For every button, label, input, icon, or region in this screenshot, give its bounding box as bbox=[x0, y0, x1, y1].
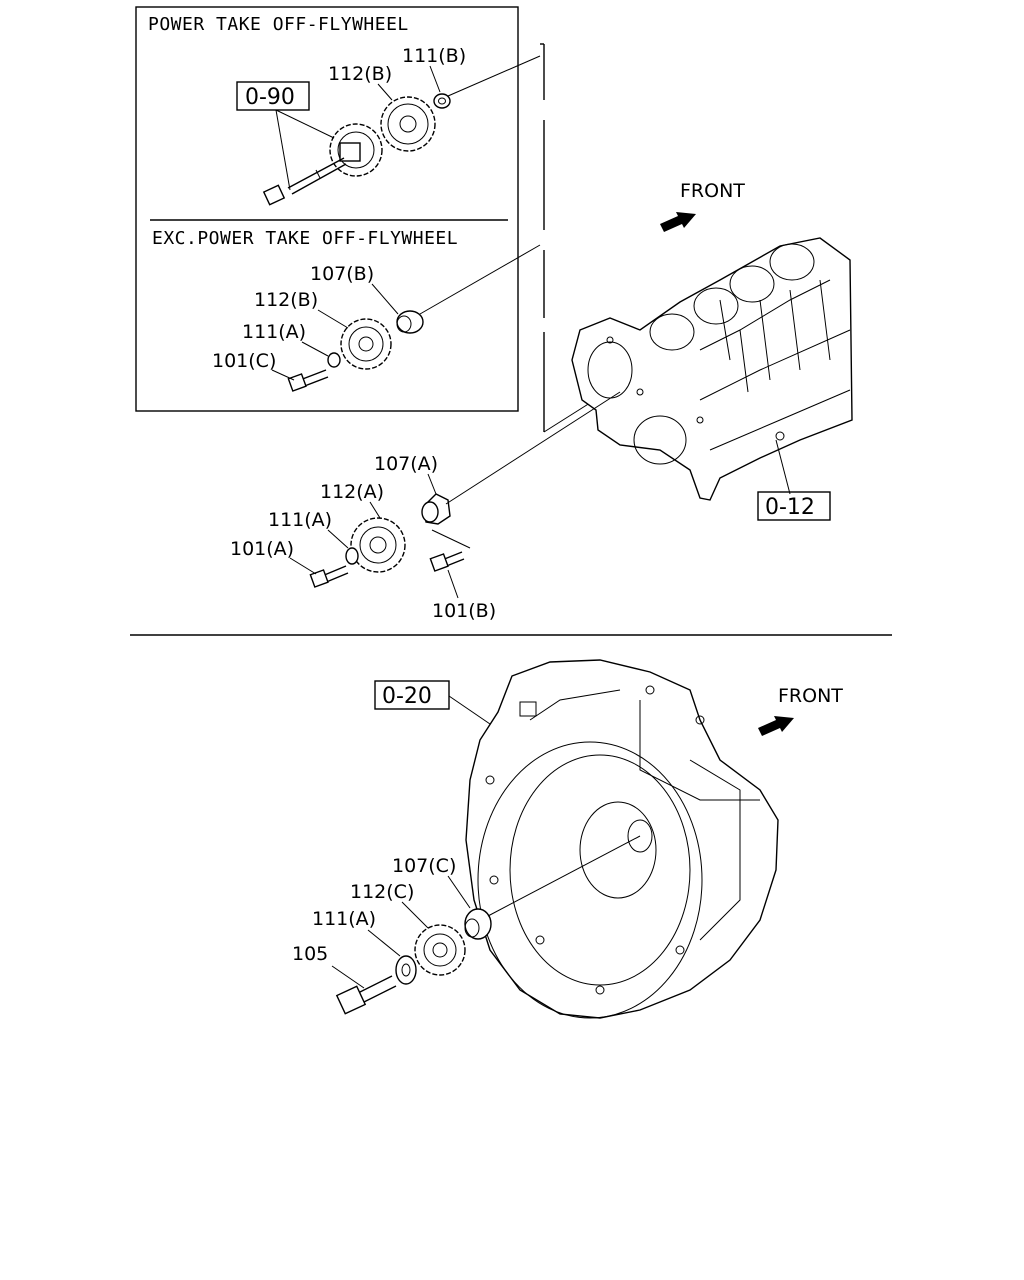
pto-washer-111b bbox=[433, 55, 541, 109]
mid-gear-112a bbox=[350, 517, 406, 573]
label-pto-111b: 111(B) bbox=[402, 45, 466, 67]
label-bot-112c: 112(C) bbox=[350, 881, 414, 903]
ref-box-020: 0-20 bbox=[374, 680, 491, 725]
label-mid-101b: 101(B) bbox=[432, 600, 496, 622]
label-exc-112b: 112(B) bbox=[254, 289, 318, 311]
exc-gear-112b bbox=[340, 318, 392, 370]
label-exc-107b: 107(B) bbox=[310, 263, 374, 285]
pto-gear-assembly bbox=[262, 123, 383, 206]
ref-label-012: 0-12 bbox=[765, 495, 815, 520]
label-pto-112b: 112(B) bbox=[328, 63, 392, 85]
label-exc-101c: 101(C) bbox=[212, 350, 276, 372]
exc-washer-111a bbox=[327, 352, 341, 368]
bot-bushing-107c bbox=[464, 835, 641, 940]
front-arrow-bottom: FRONT bbox=[758, 685, 843, 736]
label-bot-107c: 107(C) bbox=[392, 855, 456, 877]
exc-bushing-107b bbox=[396, 244, 541, 334]
label-mid-112a: 112(A) bbox=[320, 481, 384, 503]
ref-box-090: 0-90 bbox=[236, 81, 335, 191]
ref-label-090: 0-90 bbox=[245, 85, 295, 110]
mid-washer-111a bbox=[345, 547, 359, 565]
inset-box: POWER TAKE OFF-FLYWHEEL EXC.POWER TAKE O… bbox=[135, 6, 519, 412]
ref-label-020: 0-20 bbox=[382, 684, 432, 709]
label-mid-111a: 111(A) bbox=[268, 509, 332, 531]
flywheel-housing bbox=[465, 659, 779, 1019]
pto-gear-112b bbox=[380, 96, 436, 152]
label-exc-111a: 111(A) bbox=[242, 321, 306, 343]
label-mid-101a: 101(A) bbox=[230, 538, 294, 560]
mid-bolt-101a bbox=[309, 565, 349, 588]
bot-bolt-105 bbox=[335, 975, 397, 1015]
label-mid-107a: 107(A) bbox=[374, 453, 438, 475]
front-arrow-top: FRONT bbox=[660, 180, 745, 232]
inset-title-pto: POWER TAKE OFF-FLYWHEEL bbox=[148, 14, 409, 35]
mid-shaft-107a bbox=[421, 391, 621, 525]
front-label-top: FRONT bbox=[680, 180, 745, 202]
ref-box-012: 0-12 bbox=[757, 491, 831, 521]
inset-title-exc: EXC.POWER TAKE OFF-FLYWHEEL bbox=[152, 228, 458, 249]
exc-bolt-101c bbox=[287, 369, 329, 392]
bot-gear-112c bbox=[414, 924, 466, 976]
engine-block bbox=[571, 237, 853, 501]
label-bot-111a: 111(A) bbox=[312, 908, 376, 930]
bot-washer-111a bbox=[395, 955, 417, 985]
front-label-bottom: FRONT bbox=[778, 685, 843, 707]
label-bot-105: 105 bbox=[292, 943, 328, 965]
mid-bolt-101b bbox=[429, 529, 471, 572]
